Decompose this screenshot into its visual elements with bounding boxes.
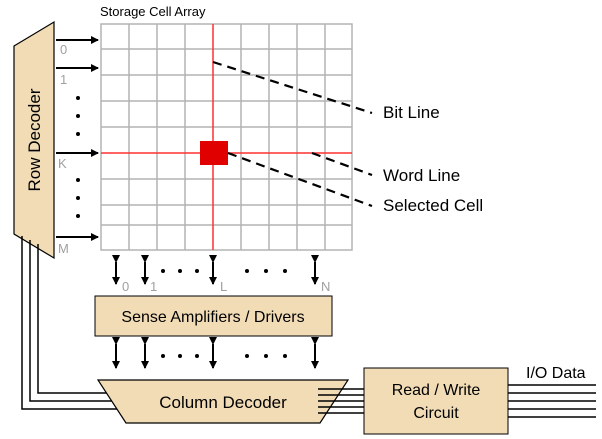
selected-cell-label: Selected Cell (383, 196, 483, 215)
selected-cell-square (200, 141, 228, 165)
col-index-n: N (321, 279, 330, 294)
word-line-callout (311, 151, 373, 177)
column-decoder-label: Column Decoder (159, 393, 287, 412)
col-index-1: 1 (150, 279, 157, 294)
row-index-0: 0 (60, 42, 67, 57)
address-lines (21, 236, 130, 410)
grid-lines (101, 24, 352, 250)
read-write-circuit: Read / Write Circuit (363, 367, 509, 435)
bit-line-callout (212, 60, 373, 115)
storage-cell-array (100, 23, 353, 251)
read-write-label-line1: Read / Write (392, 382, 481, 399)
row-ellipsis-dots (76, 96, 80, 218)
row-index-1: 1 (60, 72, 67, 87)
column-top-dots (161, 269, 287, 273)
row-index-m: M (58, 241, 69, 256)
column-bottom-dots (161, 354, 287, 358)
column-arrows-bottom (112, 337, 319, 369)
callout-lines (212, 60, 373, 208)
sense-amplifiers-label: Sense Amplifiers / Drivers (121, 309, 304, 326)
column-decoder: Column Decoder (96, 379, 350, 424)
sense-amplifiers: Sense Amplifiers / Drivers (94, 295, 333, 337)
data-lines (318, 388, 364, 414)
selected-cell-callout (227, 151, 373, 208)
io-data-lines (508, 384, 596, 418)
read-write-label-line2: Circuit (413, 405, 459, 422)
row-select-arrows (56, 36, 99, 241)
col-index-l: L (220, 279, 227, 294)
row-decoder-label: Row Decoder (25, 88, 44, 191)
row-decoder: Row Decoder (13, 20, 55, 260)
array-title: Storage Cell Array (100, 4, 206, 19)
col-index-0: 0 (122, 279, 129, 294)
bit-line-label: Bit Line (383, 103, 440, 122)
io-data-label: I/O Data (526, 365, 586, 382)
column-arrows-top (112, 255, 319, 285)
row-index-k: K (58, 156, 67, 171)
word-line-label: Word Line (383, 166, 460, 185)
